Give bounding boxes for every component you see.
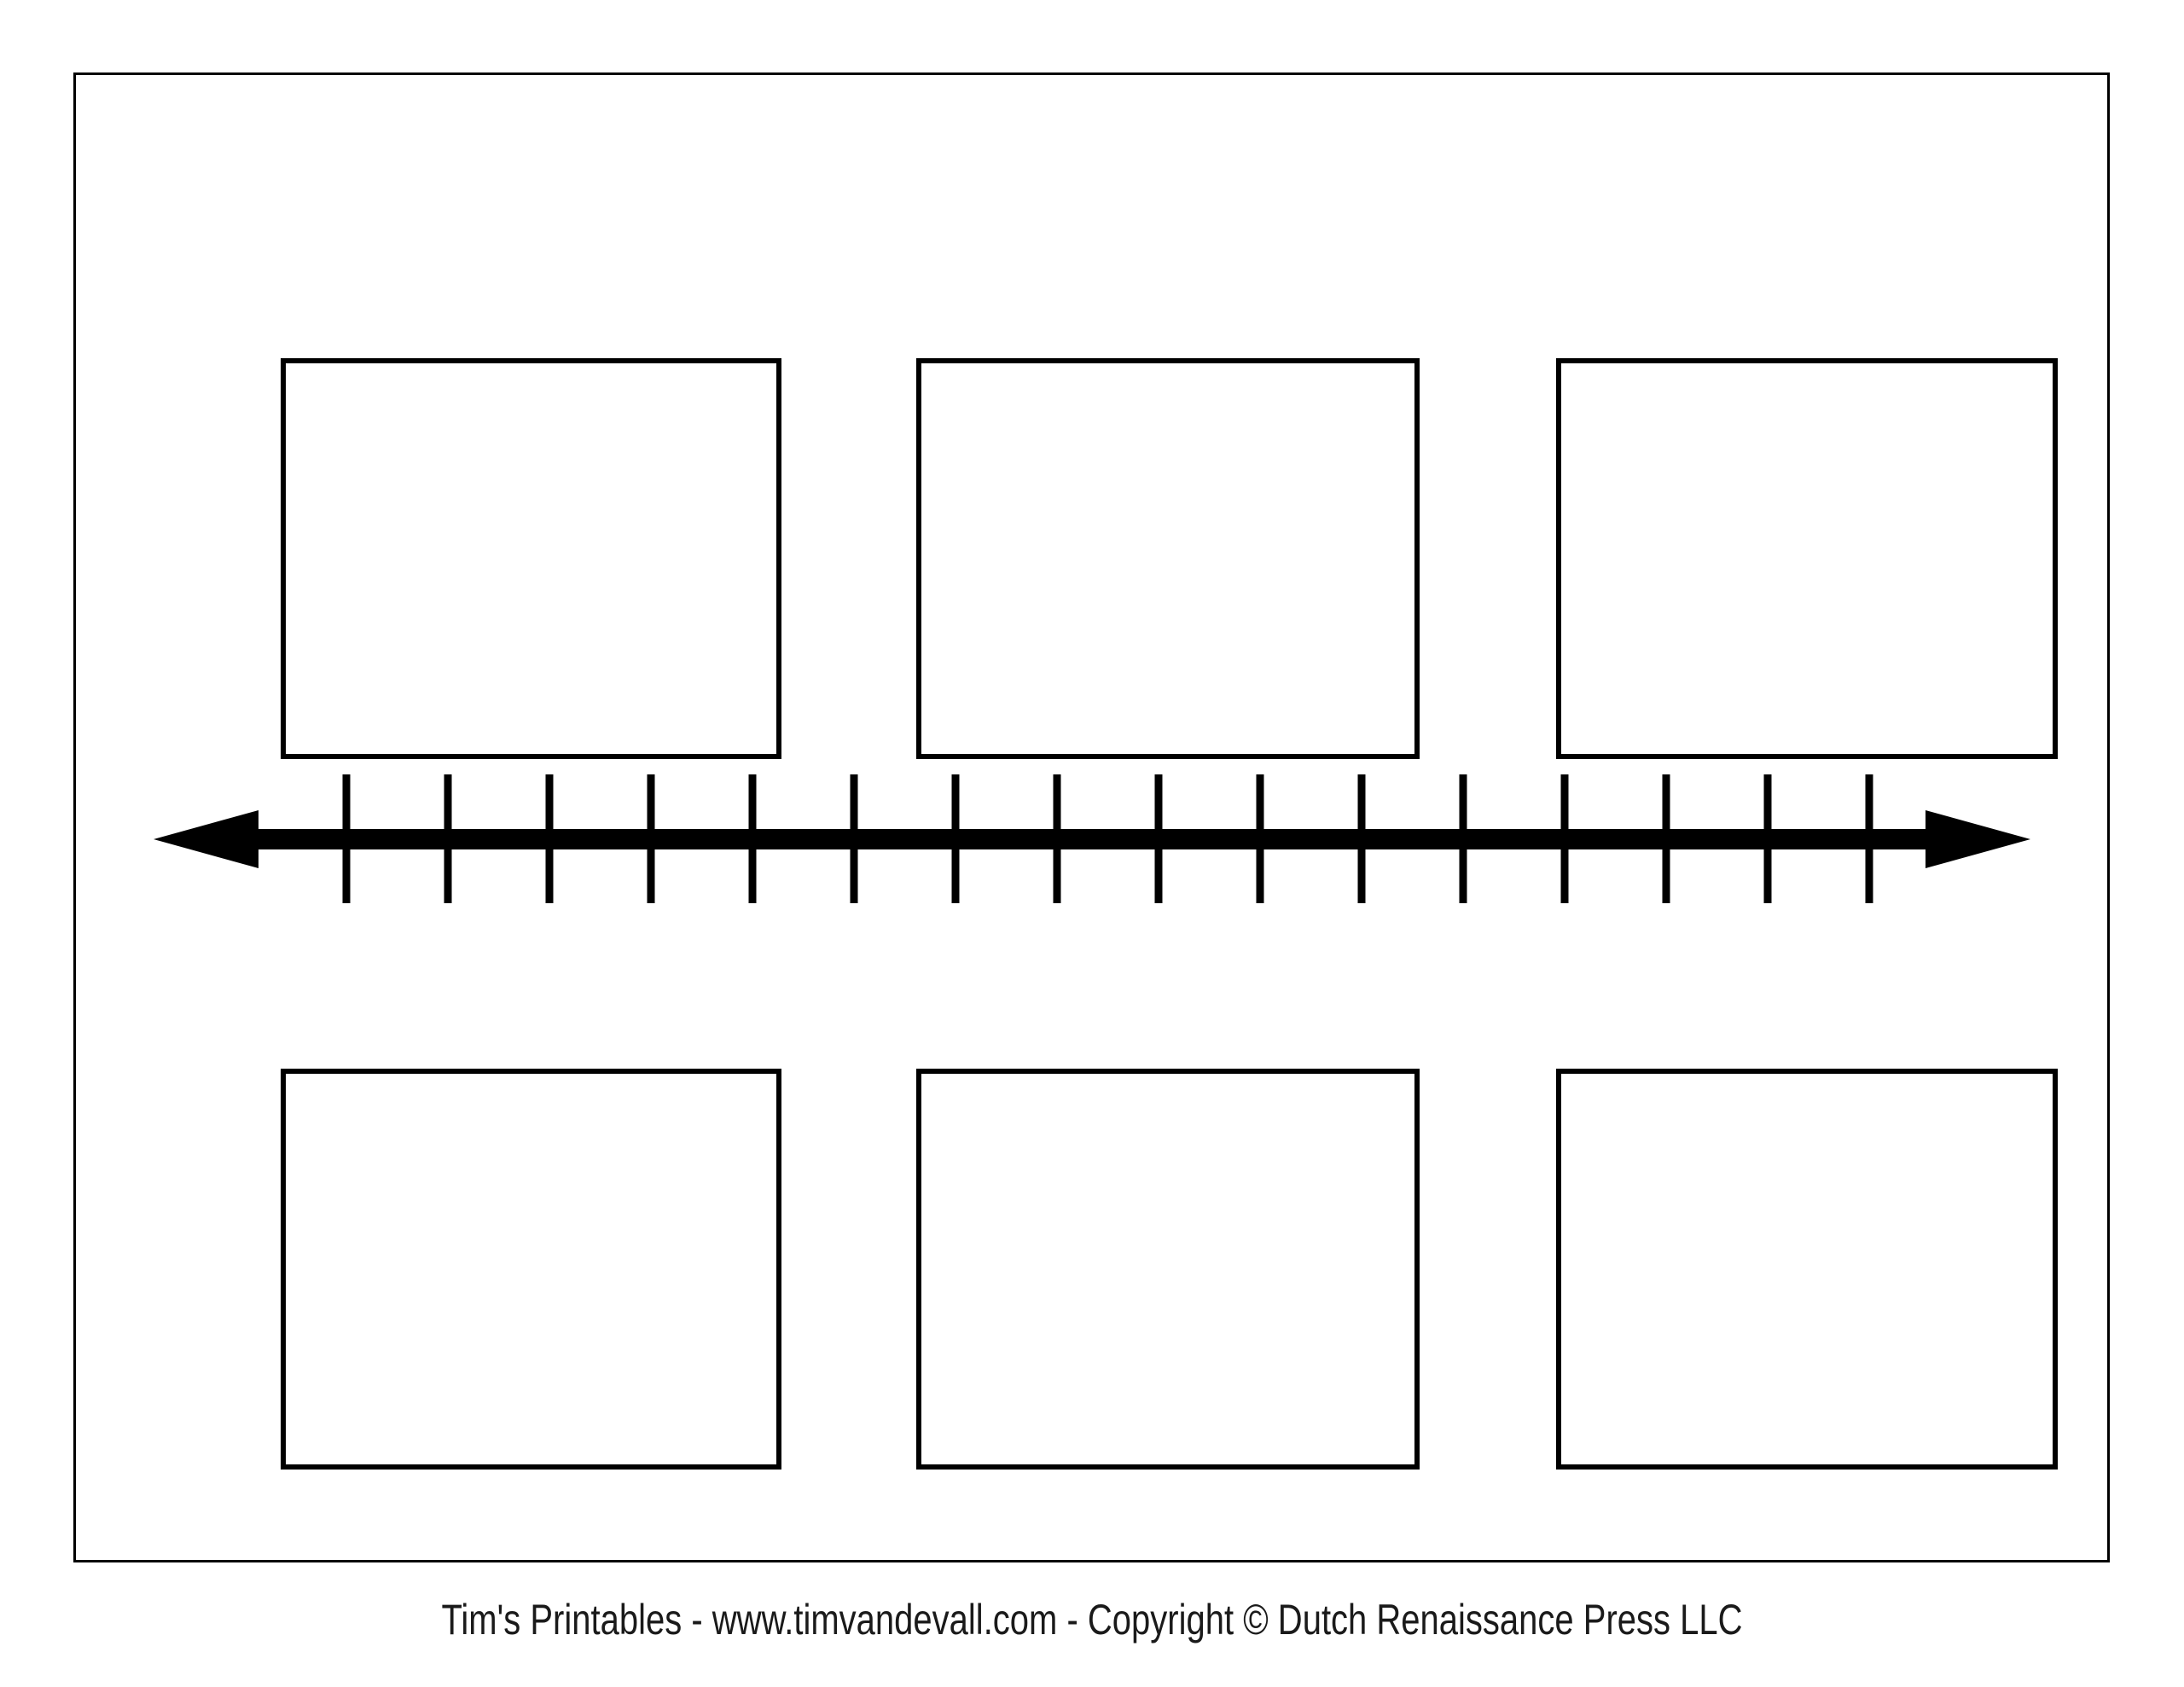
bottom-box-1[interactable]	[281, 1069, 781, 1470]
arrow-right-head	[1926, 810, 2030, 868]
number-line-graphic	[154, 774, 2030, 903]
number-line-shaft	[258, 829, 1926, 849]
top-box-1[interactable]	[281, 358, 781, 759]
arrow-left-head	[154, 810, 258, 868]
top-box-3[interactable]	[1556, 358, 2058, 759]
bottom-box-3[interactable]	[1556, 1069, 2058, 1470]
number-line	[0, 768, 2184, 913]
top-box-2[interactable]	[916, 358, 1420, 759]
bottom-box-2[interactable]	[916, 1069, 1420, 1470]
footer-credit: Tim's Printables - www.timvandevall.com …	[441, 1596, 1743, 1644]
arrow-left-icon	[154, 810, 258, 868]
arrow-right-icon	[1926, 810, 2030, 868]
number-line-shaft-rect	[258, 829, 1926, 849]
